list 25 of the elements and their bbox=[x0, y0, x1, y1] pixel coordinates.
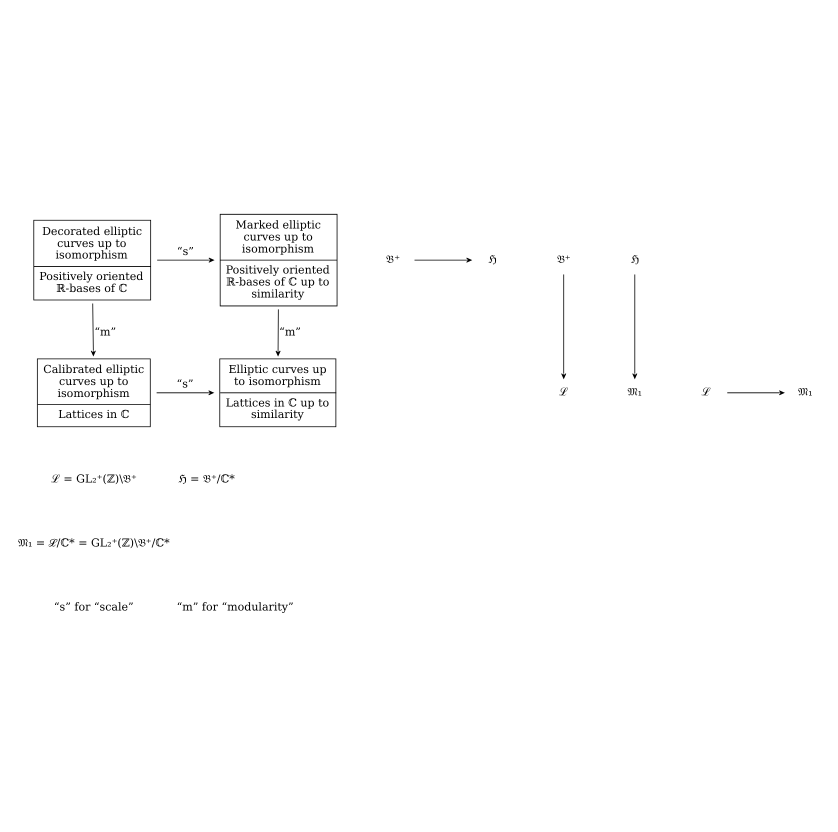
label: 𝔐₁ = ℒ/ℂ* = GL₂⁺(ℤ)\𝔅⁺/ℂ* bbox=[18, 536, 170, 550]
arrow bbox=[156, 257, 214, 262]
edge-label: “m” bbox=[279, 324, 301, 338]
arrow bbox=[726, 390, 784, 395]
node-text: ℒ bbox=[701, 385, 710, 398]
node-text: 𝔐₁ bbox=[798, 385, 813, 398]
label: “s” for “scale” bbox=[54, 600, 134, 614]
node-text: 𝔅⁺ bbox=[556, 252, 571, 266]
label: ℌ = 𝔅⁺/ℂ* bbox=[178, 472, 235, 486]
arrow bbox=[414, 257, 472, 262]
arrow bbox=[561, 274, 566, 378]
label: “m” for “modularity” bbox=[176, 600, 294, 614]
edge-label: “m” bbox=[94, 324, 116, 338]
label: ℒ = GL₂⁺(ℤ)\𝔅⁺ bbox=[50, 472, 137, 486]
node-text: 𝔅⁺ bbox=[386, 252, 400, 266]
arrow bbox=[632, 274, 638, 378]
edge-label: “s” bbox=[176, 244, 194, 258]
edge-label: “s” bbox=[176, 376, 194, 390]
node-text: ℌ bbox=[630, 252, 639, 266]
node-text: ℌ bbox=[488, 252, 497, 266]
node-text: ℒ bbox=[559, 385, 568, 398]
node-text: 𝔐₁ bbox=[628, 385, 642, 398]
arrow bbox=[90, 302, 96, 356]
arrow bbox=[156, 390, 214, 395]
arrow bbox=[276, 308, 281, 356]
